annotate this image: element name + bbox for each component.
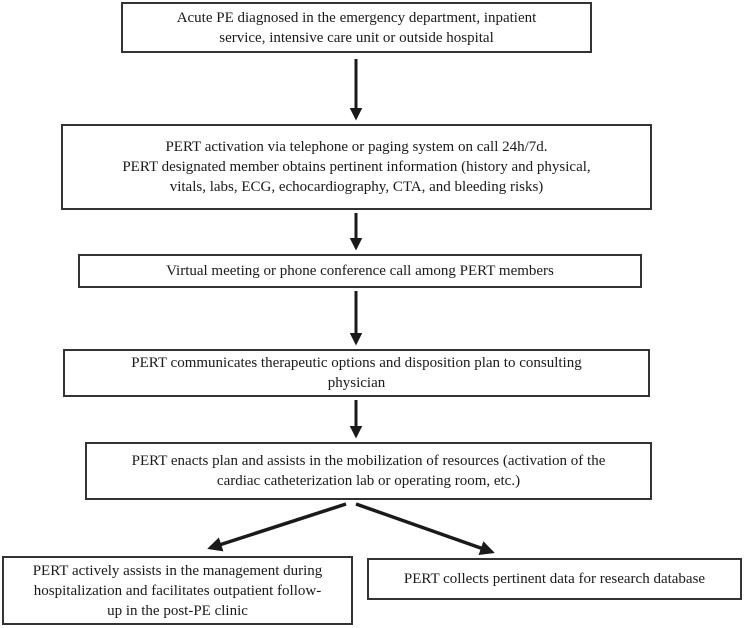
flow-node-research: PERT collects pertinent data for researc… xyxy=(367,558,742,600)
flow-node-activation: PERT activation via telephone or paging … xyxy=(61,124,652,210)
arrow-enact-plan-to-followup xyxy=(207,502,347,552)
flow-node-diagnosis: Acute PE diagnosed in the emergency depa… xyxy=(121,2,592,53)
arrow-enact-plan-to-research xyxy=(355,502,495,556)
flow-node-enact-plan: PERT enacts plan and assists in the mobi… xyxy=(85,442,652,500)
flow-node-communication: PERT communicates therapeutic options an… xyxy=(63,349,650,397)
flow-node-followup: PERT actively assists in the management … xyxy=(2,556,353,625)
flow-node-meeting: Virtual meeting or phone conference call… xyxy=(78,254,642,288)
